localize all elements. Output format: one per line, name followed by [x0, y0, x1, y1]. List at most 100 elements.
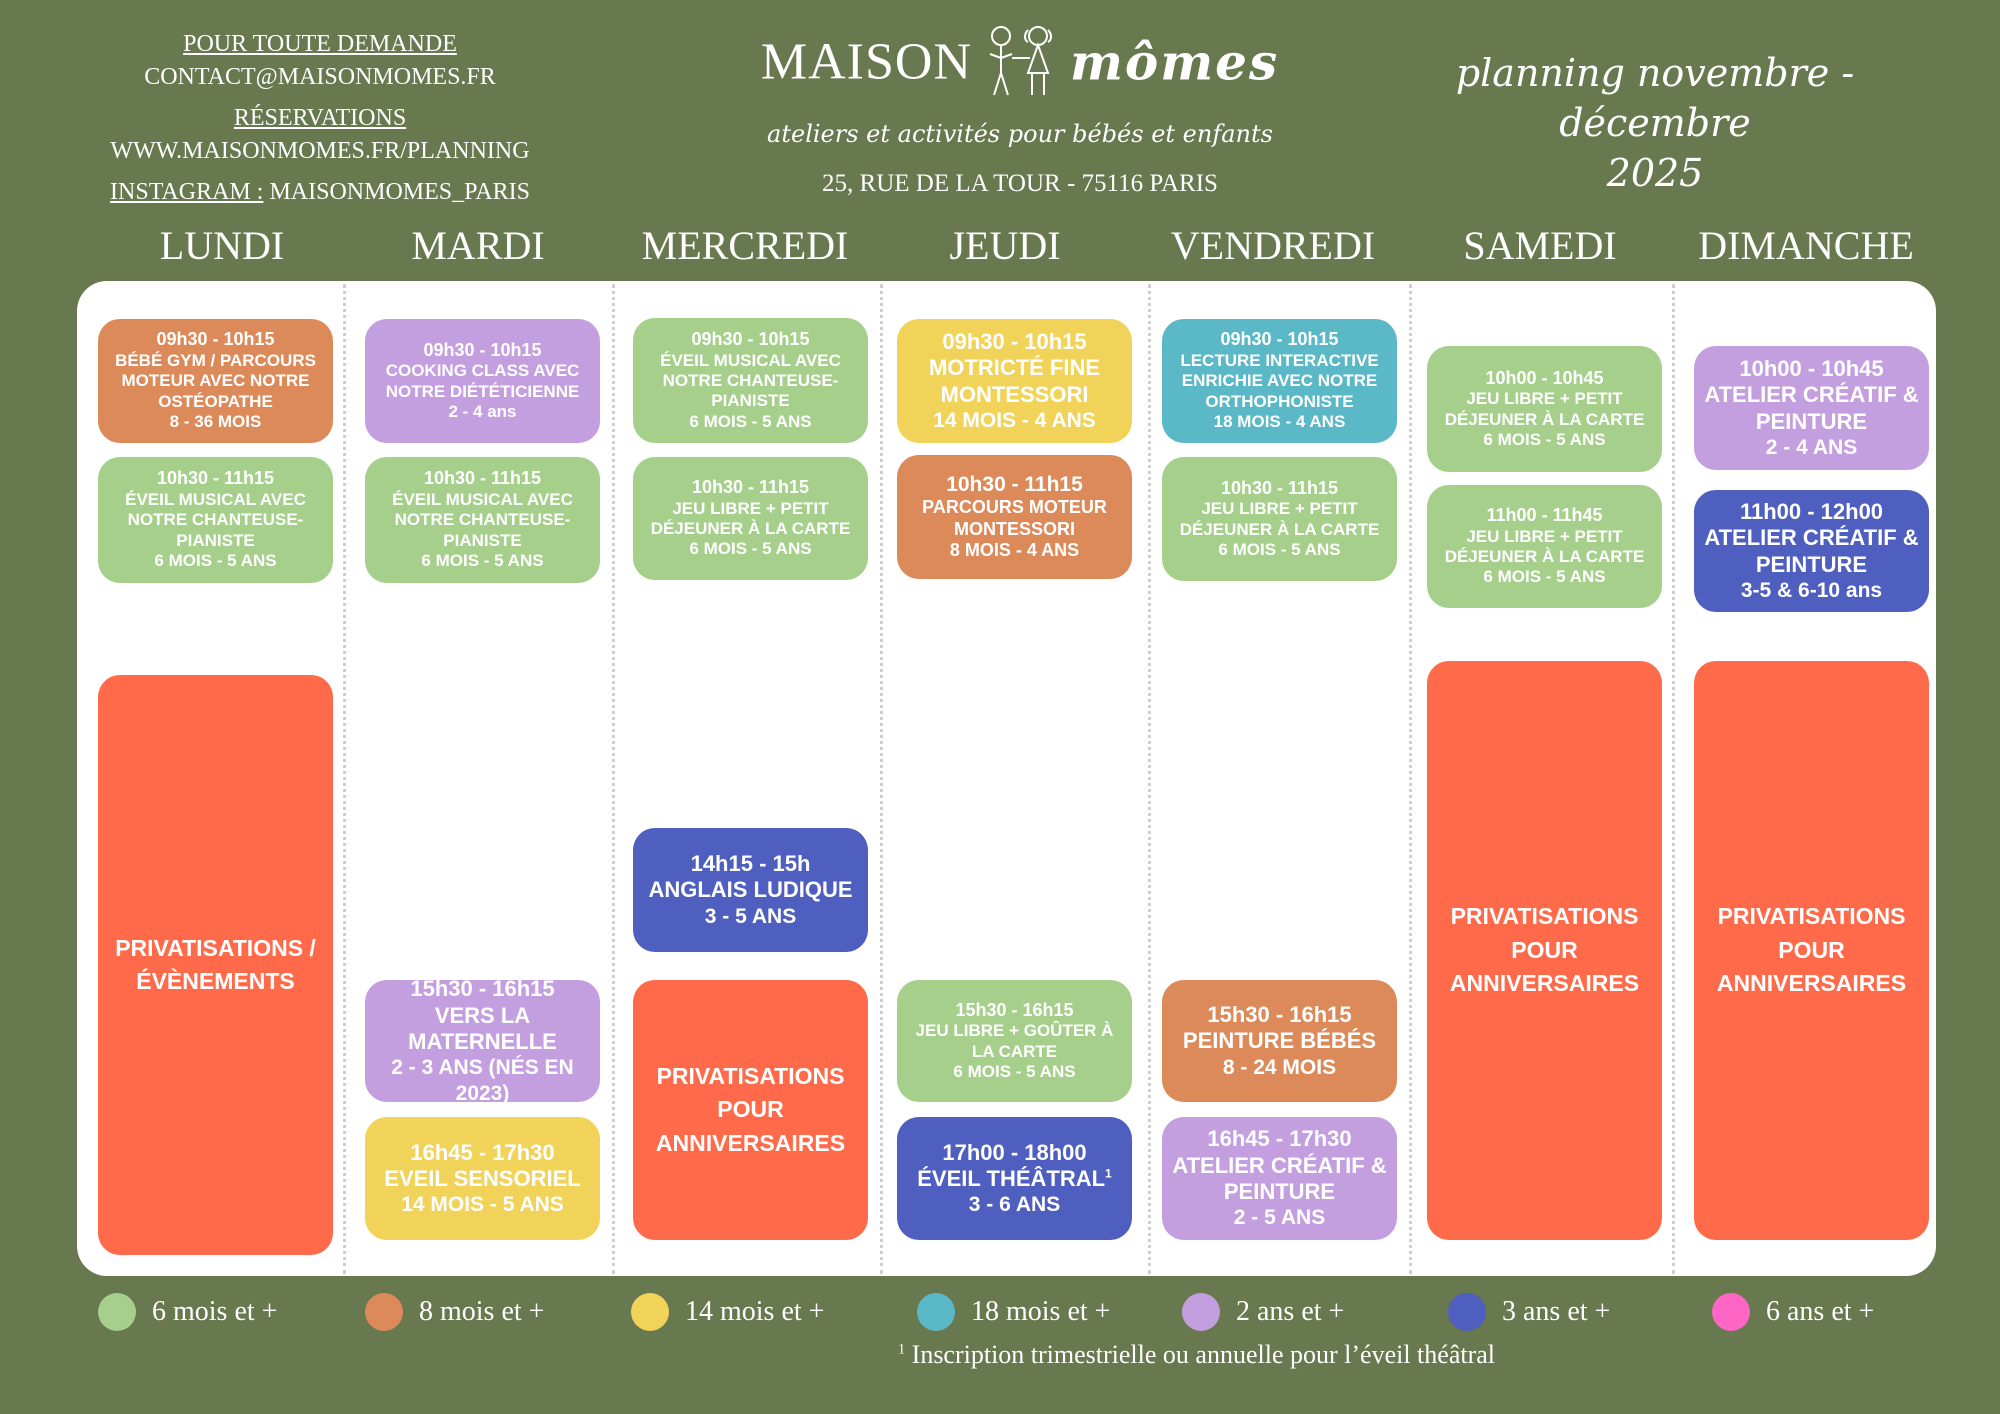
activity-title: JEU LIBRE + GOÛTER À LA CARTE	[903, 1021, 1126, 1062]
activity-age: 6 MOIS - 5 ANS	[1218, 539, 1341, 559]
activity-title: ÉVEIL MUSICAL AVEC NOTRE CHANTEUSE-PIANI…	[104, 490, 327, 551]
activity-title: ANGLAIS LUDIQUE	[648, 877, 852, 903]
activity-title: ATELIER CRÉATIF & PEINTURE	[1700, 382, 1923, 435]
footnote-marker: 1	[1105, 1166, 1112, 1181]
activity-time: 10h30 - 11h15	[156, 468, 275, 489]
footnote-marker: 1	[898, 1341, 906, 1358]
activity-time: 16h45 - 17h30	[410, 1139, 555, 1165]
activity-age: 2 - 5 ANS	[1233, 1206, 1326, 1230]
day-header-jeudi: JEUDI	[949, 223, 1061, 268]
legend-item: 2 ans et +	[1182, 1292, 1344, 1332]
legend-color-dot	[631, 1293, 669, 1331]
activity-time: 09h30 - 10h15	[691, 328, 810, 349]
activity-title: JEU LIBRE + PETIT DÉJEUNER À LA CARTE	[639, 499, 862, 540]
activity-time: 09h30 - 10h15	[423, 339, 542, 360]
activity-title: PEINTURE BÉBÉS	[1183, 1028, 1376, 1054]
activity-title: ÉVEIL MUSICAL AVEC NOTRE CHANTEUSE-PIANI…	[371, 490, 594, 551]
footnote: 1 Inscription trimestrielle ou annuelle …	[898, 1340, 1495, 1370]
activity-age: 8 - 36 MOIS	[169, 412, 262, 432]
legend-label: 3 ans et +	[1502, 1296, 1611, 1327]
day-header-mercredi: MERCREDI	[641, 223, 849, 268]
legend-color-dot	[1712, 1293, 1750, 1331]
activity-title-text: JEU LIBRE + GOÛTER À LA CARTE	[915, 1021, 1114, 1061]
contact-email[interactable]: CONTACT@MAISONMOMES.FR	[144, 64, 496, 90]
activity-time: 15h30 - 16h15	[410, 976, 555, 1002]
address: 25, RUE DE LA TOUR - 75116 PARIS	[822, 170, 1218, 197]
reservations-heading: RÉSERVATIONS	[233, 105, 407, 131]
reservations-url[interactable]: WWW.MAISONMOMES.FR/PLANNING	[110, 138, 530, 164]
instagram-label: INSTAGRAM :	[110, 179, 264, 205]
activity-title: MOTRICTÉ FINE MONTESSORI	[903, 355, 1126, 408]
activity-age: 18 MOIS - 4 ANS	[1213, 412, 1346, 432]
activity-time: 15h30 - 16h15	[1207, 1002, 1352, 1028]
activity-age: 3 - 5 ANS	[704, 904, 797, 928]
contact-block: POUR TOUTE DEMANDE CONTACT@MAISONMOMES.F…	[60, 28, 580, 209]
activity-title-text: LECTURE INTERACTIVE ENRICHIE AVEC NOTRE …	[1180, 351, 1379, 411]
brand-tagline: ateliers et activités pour bébés et enfa…	[767, 120, 1273, 148]
activity-card[interactable]: PRIVATISATIONS / ÉVÈNEMENTS	[98, 675, 333, 1255]
activity-title-text: ANGLAIS LUDIQUE	[648, 877, 853, 903]
brand-logo: MAISON mômes	[760, 22, 1280, 102]
activity-time: 10h00 - 10h45	[1739, 355, 1884, 381]
activity-time: 09h30 - 10h15	[156, 329, 275, 350]
activity-card[interactable]: PRIVATISATIONS POUR ANNIVERSAIRES	[1427, 661, 1662, 1240]
legend-color-dot	[365, 1293, 403, 1331]
activity-card[interactable]: PRIVATISATIONS POUR ANNIVERSAIRES	[633, 980, 868, 1240]
column-divider	[1409, 284, 1412, 1274]
activity-age: 8 - 24 MOIS	[1222, 1055, 1337, 1079]
column-divider	[612, 284, 615, 1274]
activity-age: 6 MOIS - 5 ANS	[1483, 429, 1606, 449]
activity-card[interactable]: PRIVATISATIONS POUR ANNIVERSAIRES	[1694, 661, 1929, 1240]
activity-age: 2 - 3 ANS (NÉS EN 2023)	[391, 1056, 574, 1105]
legend-label: 8 mois et +	[419, 1296, 545, 1327]
activity-age: 2 - 4 ans	[448, 401, 517, 421]
activity-title-text: EVEIL SENSORIEL	[384, 1165, 581, 1191]
legend-item: 14 mois et +	[631, 1292, 824, 1332]
day-header-lundi: LUNDI	[159, 223, 285, 268]
activity-age: 2 - 4 ANS	[1765, 435, 1858, 459]
activity-title: EVEIL SENSORIEL	[384, 1166, 580, 1192]
activity-title-text: ÉVEIL MUSICAL AVEC NOTRE CHANTEUSE-PIANI…	[125, 490, 306, 550]
activity-age: 14 MOIS - 5 ANS	[401, 1193, 564, 1217]
activity-time: 11h00 - 12h00	[1739, 498, 1884, 524]
activity-title: PRIVATISATIONS POUR ANNIVERSAIRES	[639, 1060, 862, 1160]
activity-title-text: PARCOURS MOTEUR MONTESSORI	[922, 497, 1107, 539]
activity-title: PRIVATISATIONS POUR ANNIVERSAIRES	[1700, 900, 1923, 1000]
activity-title-text: PRIVATISATIONS POUR ANNIVERSAIRES	[1716, 903, 1907, 997]
activity-age: 8 MOIS - 4 ANS	[949, 540, 1080, 561]
activity-title: ATELIER CRÉATIF & PEINTURE	[1168, 1153, 1391, 1206]
column-divider	[880, 284, 883, 1274]
activity-title: VERS LA MATERNELLE	[371, 1003, 594, 1056]
activity-time: 14h15 - 15h	[690, 851, 811, 877]
activity-time: 16h45 - 17h30	[1207, 1126, 1352, 1152]
activity-age: 6 MOIS - 5 ANS	[689, 411, 812, 431]
children-icon	[989, 26, 1052, 96]
brand-name-momes: mômes	[1070, 32, 1280, 92]
activity-title-text: ATELIER CRÉATIF & PEINTURE	[1704, 382, 1919, 434]
activity-title: ÉVEIL MUSICAL AVEC NOTRE CHANTEUSE-PIANI…	[639, 351, 862, 412]
instagram-handle[interactable]: MAISONMOMES_PARIS	[263, 179, 530, 205]
activity-title-text: PRIVATISATIONS / ÉVÈNEMENTS	[115, 934, 316, 994]
legend-label: 6 mois et +	[152, 1296, 278, 1327]
